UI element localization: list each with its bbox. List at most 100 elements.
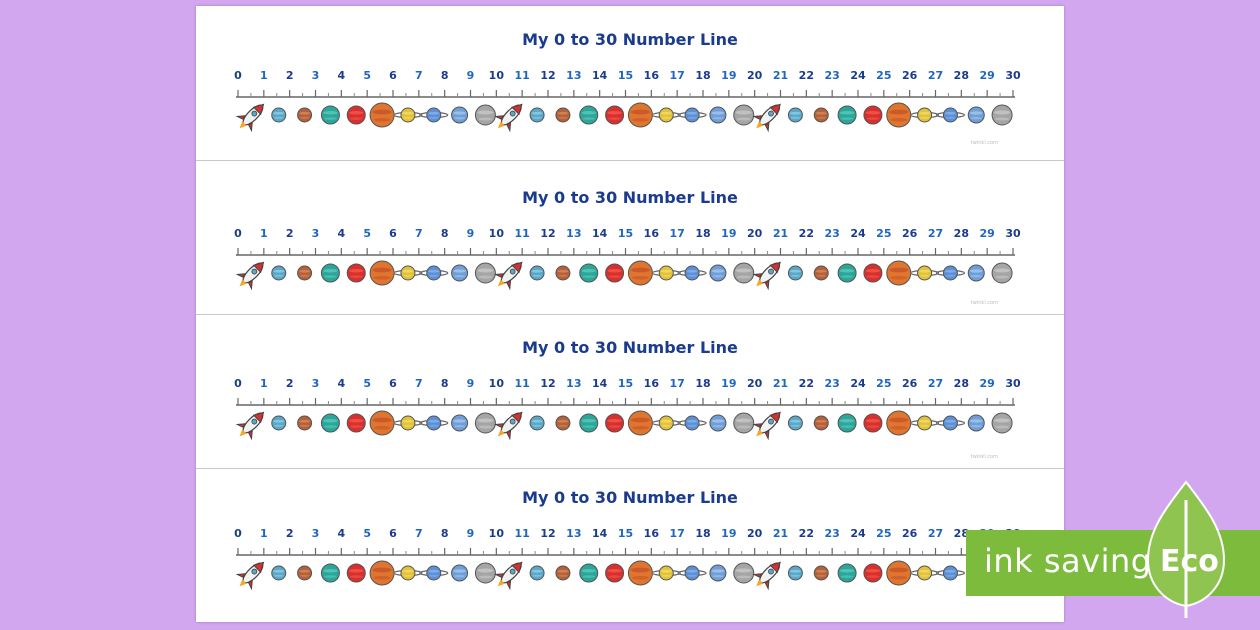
rocket-icon: [752, 261, 781, 291]
number-label: 12: [540, 527, 555, 540]
earth-icon: [320, 263, 340, 283]
number-label: 25: [876, 227, 891, 240]
red-planet-icon: [863, 105, 883, 125]
number-label: 0: [234, 377, 242, 390]
jupiter-icon: [886, 102, 912, 128]
moon-icon: [733, 412, 755, 434]
number-label: 23: [825, 227, 840, 240]
rocket-icon: [752, 561, 781, 591]
blue-planet-icon: [451, 564, 469, 582]
mars-icon: [555, 415, 571, 431]
uranus-ringed-icon: [677, 107, 707, 123]
number-label: 1: [260, 227, 268, 240]
number-label: 9: [467, 227, 475, 240]
number-label: 20: [747, 377, 763, 390]
blue-planet-icon: [451, 264, 469, 282]
red-planet-icon: [605, 413, 625, 433]
number-label: 9: [467, 69, 475, 82]
mars-icon: [555, 265, 571, 281]
number-label: 22: [799, 527, 814, 540]
number-label: 14: [592, 527, 608, 540]
number-label: 10: [489, 377, 505, 390]
number-label: 5: [363, 377, 371, 390]
mars-icon: [555, 565, 571, 581]
uranus-ringed-icon: [419, 265, 449, 281]
number-label: 21: [773, 227, 788, 240]
number-label: 15: [618, 227, 633, 240]
number-label: 24: [850, 527, 866, 540]
number-label: 11: [515, 527, 530, 540]
number-label: 16: [644, 527, 660, 540]
number-label: 25: [876, 69, 891, 82]
neptune-icon: [787, 265, 803, 281]
red-planet-icon: [863, 263, 883, 283]
neptune-icon: [529, 107, 545, 123]
footer-mark: twinkl.com: [970, 454, 998, 460]
red-planet-icon: [863, 413, 883, 433]
number-label: 9: [467, 527, 475, 540]
strip-title: My 0 to 30 Number Line: [522, 30, 738, 49]
number-label: 21: [773, 69, 788, 82]
footer-mark: twinkl.com: [970, 140, 998, 146]
moon-icon: [474, 562, 496, 584]
saturn-icon: [651, 415, 681, 431]
number-label: 17: [670, 377, 685, 390]
number-label: 21: [773, 527, 788, 540]
number-label: 6: [389, 527, 397, 540]
rocket-icon: [235, 261, 265, 291]
number-label: 8: [441, 227, 449, 240]
rocket-icon: [235, 103, 265, 133]
jupiter-icon: [627, 410, 653, 436]
number-label: 3: [312, 227, 320, 240]
number-label: 28: [954, 377, 969, 390]
number-label: 8: [441, 69, 449, 82]
number-label: 13: [566, 69, 581, 82]
red-planet-icon: [605, 263, 625, 283]
number-label: 5: [363, 227, 371, 240]
rocket-icon: [493, 561, 523, 591]
number-label: 7: [415, 527, 423, 540]
number-label: 2: [286, 227, 294, 240]
jupiter-icon: [627, 560, 653, 586]
number-label: 28: [954, 527, 969, 540]
uranus-ringed-icon: [935, 265, 966, 281]
uranus-ringed-icon: [419, 565, 449, 581]
number-label: 26: [902, 377, 918, 390]
number-label: 17: [670, 69, 685, 82]
number-label: 27: [928, 377, 943, 390]
red-planet-icon: [346, 413, 366, 433]
number-label: 17: [670, 227, 685, 240]
number-label: 24: [850, 69, 866, 82]
number-label: 26: [902, 227, 918, 240]
moon-icon: [474, 262, 496, 284]
number-label: 20: [747, 69, 763, 82]
number-label: 10: [489, 69, 505, 82]
mars-icon: [297, 415, 313, 431]
saturn-icon: [393, 107, 423, 123]
number-label: 0: [234, 227, 242, 240]
eco-label: Eco: [1160, 544, 1219, 579]
number-label: 30: [1005, 69, 1021, 82]
uranus-ringed-icon: [677, 415, 707, 431]
saturn-icon: [393, 565, 423, 581]
number-label: 8: [441, 377, 449, 390]
number-label: 4: [338, 377, 346, 390]
number-label: 10: [489, 227, 505, 240]
number-label: 30: [1005, 227, 1021, 240]
neptune-icon: [529, 565, 545, 581]
mars-icon: [813, 265, 829, 281]
blue-planet-icon: [967, 264, 985, 282]
neptune-icon: [787, 415, 803, 431]
saturn-icon: [393, 265, 423, 281]
number-label: 22: [799, 377, 814, 390]
number-label: 15: [618, 69, 633, 82]
saturn-icon: [393, 415, 423, 431]
number-label: 6: [389, 69, 397, 82]
mars-icon: [297, 107, 313, 123]
moon-icon: [733, 104, 755, 126]
neptune-icon: [271, 415, 287, 431]
uranus-ringed-icon: [677, 565, 707, 581]
number-label: 14: [592, 227, 608, 240]
